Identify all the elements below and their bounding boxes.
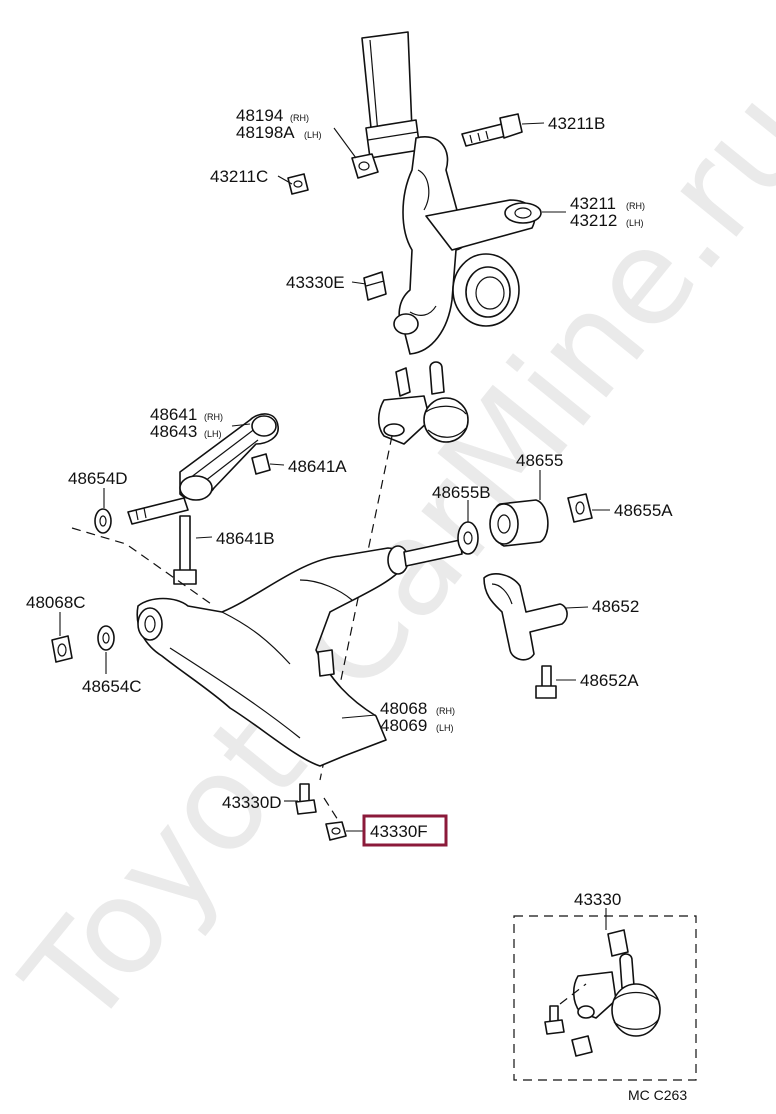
label-48068C: 48068C [26, 593, 86, 612]
strut-tube [361, 31, 421, 159]
label-48655A: 48655A [614, 501, 673, 520]
bushing-48655 [489, 499, 549, 547]
label-48641A: 48641A [288, 457, 347, 476]
leader-lines [59, 122, 610, 930]
label-48194-side: (RH) [290, 113, 309, 123]
label-43211-side: (RH) [626, 201, 645, 211]
label-43330: 43330 [574, 890, 621, 909]
nut-48194 [351, 153, 379, 179]
nut-43330F [325, 821, 347, 841]
highlight-43330F[interactable]: 43330F [362, 814, 448, 847]
bolt-48652A [535, 665, 557, 699]
label-48655B: 48655B [432, 483, 491, 502]
inset-guide-line [559, 983, 587, 1005]
nut-48641A [251, 453, 271, 475]
label-48641B: 48641B [216, 529, 275, 548]
inset-nut [571, 1035, 593, 1057]
bracket-48652 [483, 573, 568, 661]
label-43211C: 43211C [210, 167, 268, 186]
inset-ball-joint [572, 929, 661, 1037]
label-48198A-side: (LH) [304, 130, 322, 140]
label-43211B: 43211B [548, 114, 605, 133]
label-43212-side: (LH) [626, 218, 644, 228]
label-43211: 43211 [570, 194, 616, 213]
label-43330D: 43330D [222, 793, 282, 812]
label-48194: 48194 [236, 106, 283, 125]
figure-code: MC C263 [628, 1087, 687, 1103]
label-43330E: 43330E [286, 273, 345, 292]
label-48198A: 48198A [236, 123, 295, 142]
label-43212: 43212 [570, 211, 617, 230]
bolt-48654D-shaft [127, 497, 189, 525]
arm-bolt-48655B [403, 521, 479, 567]
steering-knuckle [393, 136, 542, 355]
label-48655: 48655 [516, 451, 563, 470]
label-48068-side: (RH) [436, 706, 455, 716]
washer-48654C [97, 625, 115, 651]
label-48643-side: (LH) [204, 429, 222, 439]
nut-48068C [51, 635, 73, 663]
bolt-43330D [295, 783, 317, 815]
ball-joint [377, 361, 469, 445]
label-48652A: 48652A [580, 671, 639, 690]
label-48069: 48069 [380, 716, 427, 735]
bolt-43211B [461, 113, 523, 147]
ball-joint-assembly-inset [513, 915, 697, 1081]
label-48068: 48068 [380, 699, 427, 718]
highlight-box[interactable] [362, 814, 448, 847]
label-43330F[interactable]: 43330F [370, 822, 428, 841]
label-48652: 48652 [592, 597, 639, 616]
label-48069-side: (LH) [436, 723, 454, 733]
label-48654C: 48654C [82, 677, 142, 696]
label-48641: 48641 [150, 405, 197, 424]
label-48641-side: (RH) [204, 412, 223, 422]
label-48654D: 48654D [68, 469, 128, 488]
stabilizer-guide-line [71, 527, 215, 607]
nut-guide-line [323, 797, 339, 821]
lower-control-arm [136, 545, 409, 767]
label-48643: 48643 [150, 422, 197, 441]
inset-bolt [544, 1005, 565, 1035]
nut-43330E [363, 271, 387, 301]
nut-48655A [567, 493, 593, 523]
bolt-48641B [173, 515, 197, 585]
washer-48654D [94, 508, 112, 534]
stabilizer-link [179, 413, 279, 501]
nut-43211C [287, 173, 309, 195]
